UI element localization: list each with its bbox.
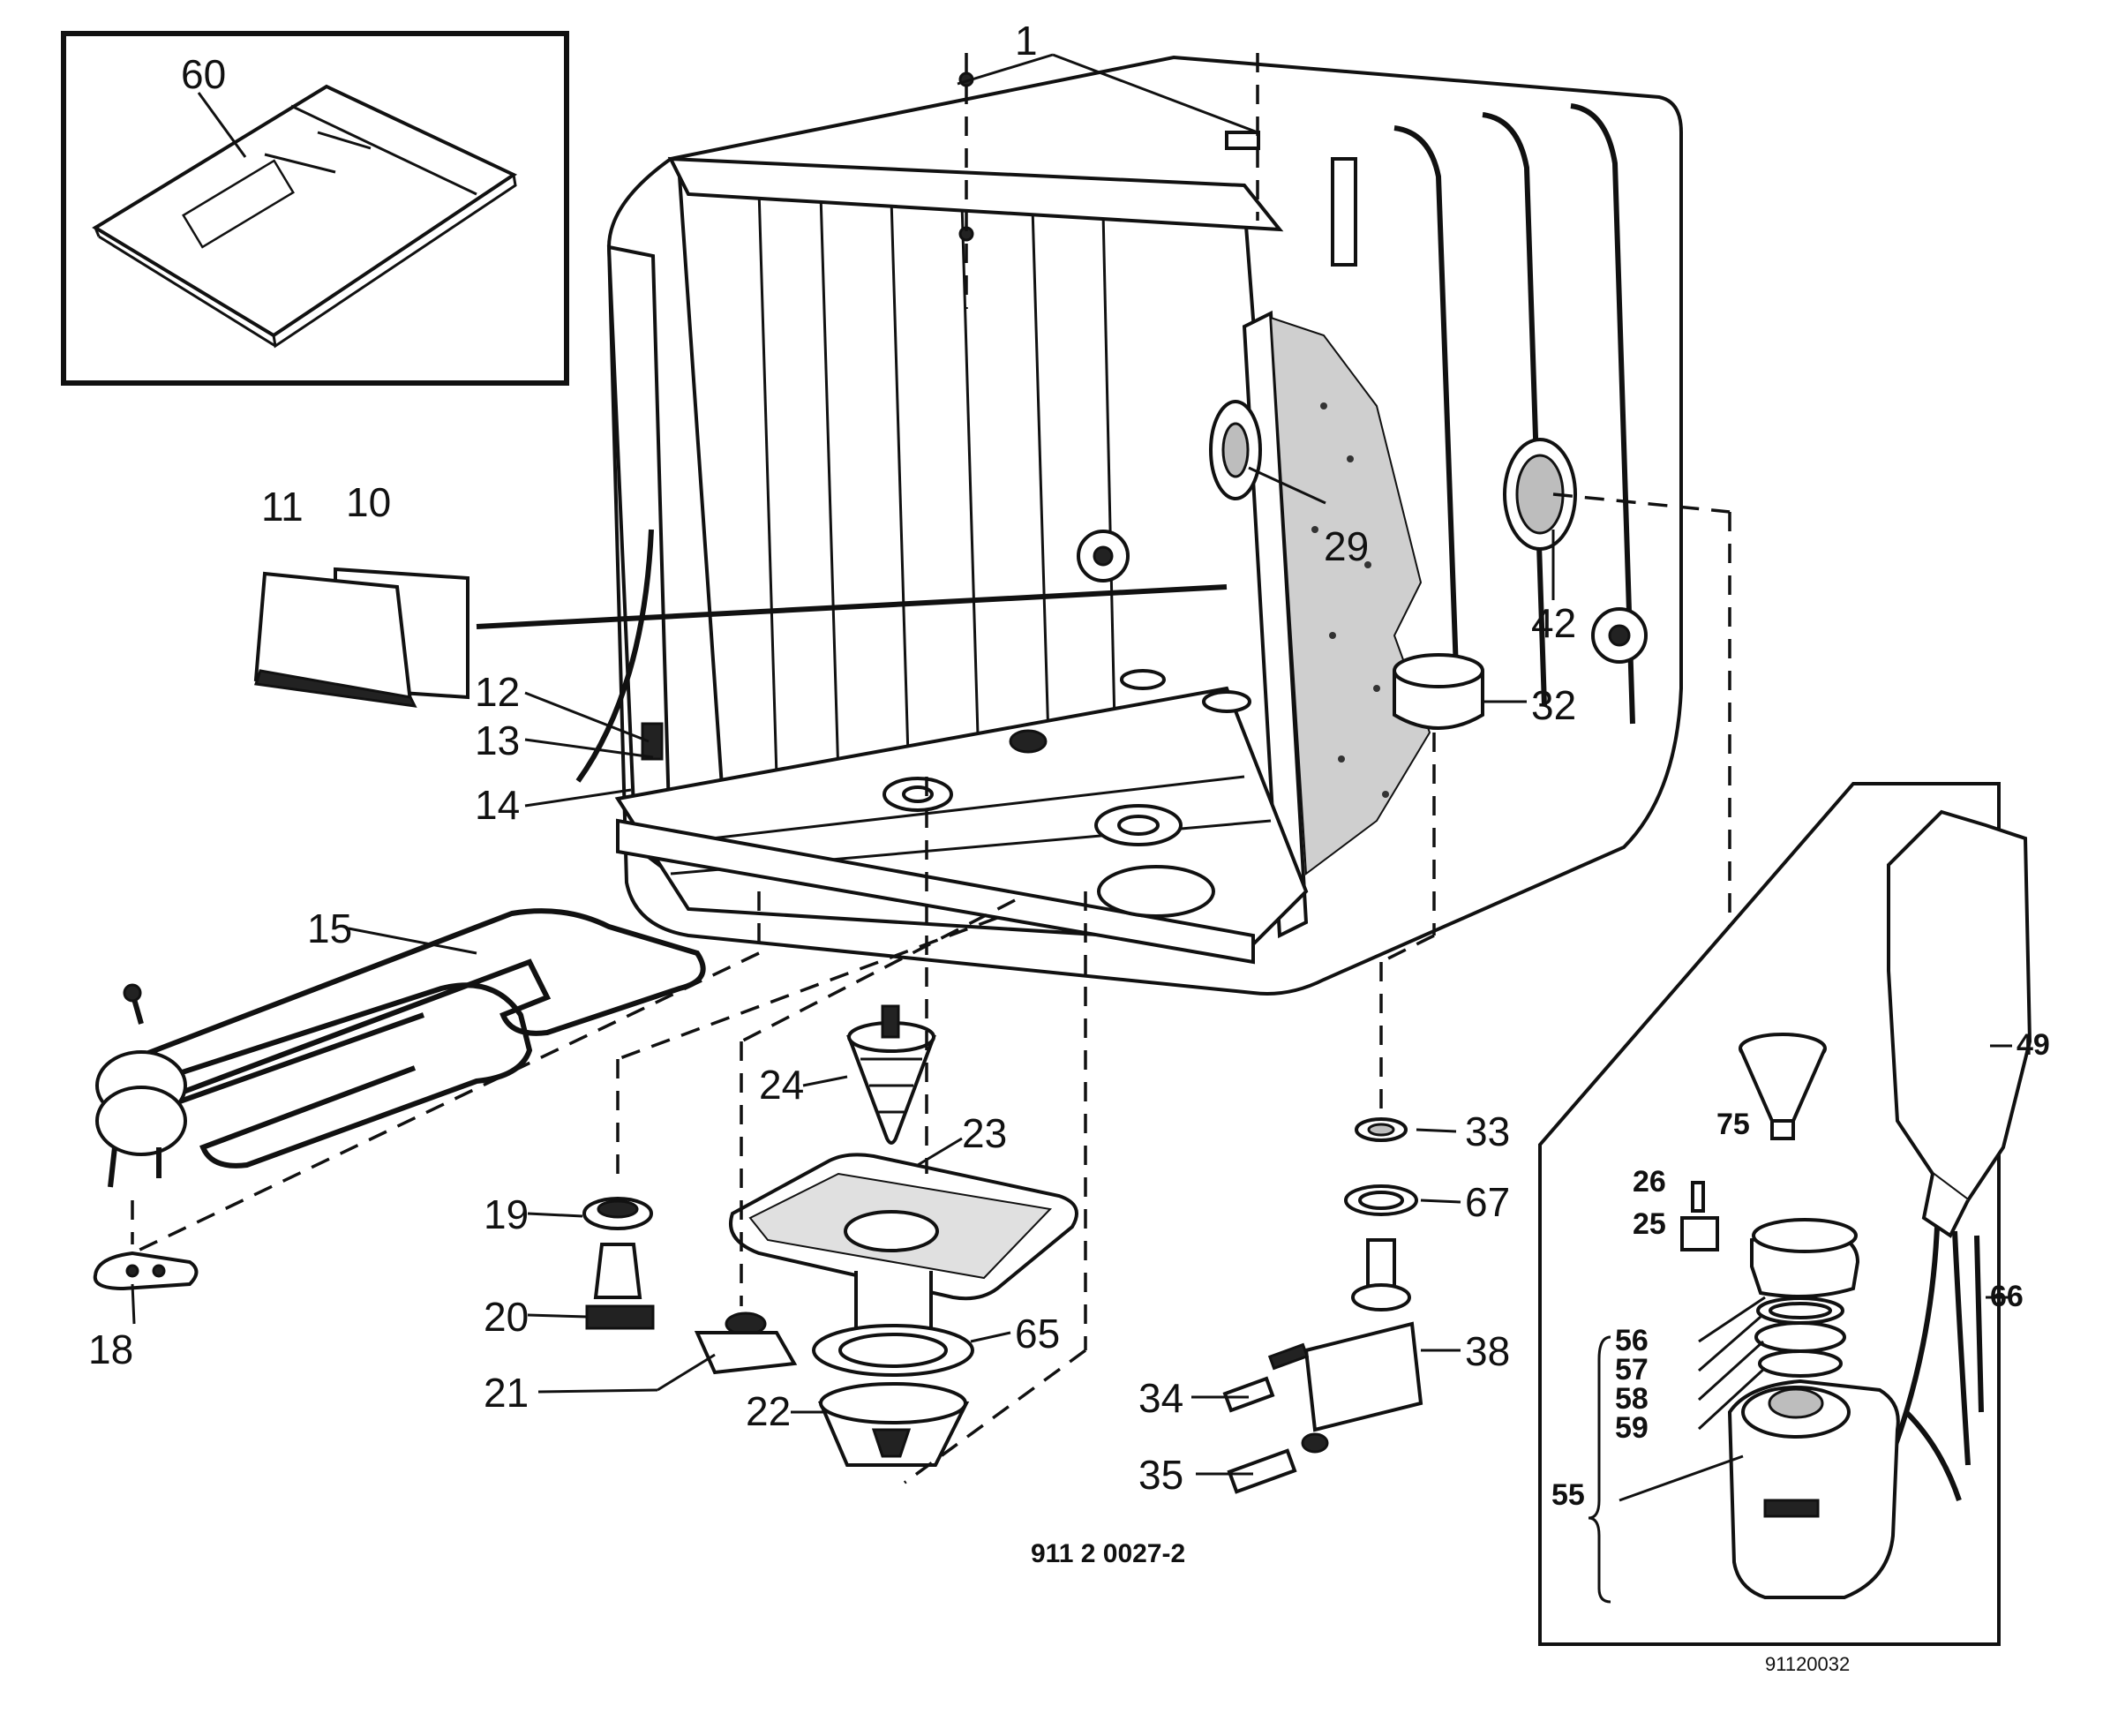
label-11: 11 xyxy=(261,484,304,530)
dishwasher-tub xyxy=(575,55,1683,996)
label-42: 42 xyxy=(1531,600,1576,646)
rinse-aid-inset xyxy=(1538,782,2032,1646)
label-35: 35 xyxy=(1138,1452,1183,1498)
label-49: 49 xyxy=(2017,1028,2050,1062)
label-18: 18 xyxy=(88,1326,133,1372)
label-26: 26 xyxy=(1633,1165,1666,1199)
label-33: 33 xyxy=(1465,1108,1510,1154)
part-number-labels: 1 10 11 12 13 14 15 18 19 20 21 22 23 24… xyxy=(88,18,1576,1498)
drawing-number: 911 2 0027-2 xyxy=(1031,1539,1185,1568)
label-13: 13 xyxy=(475,718,520,763)
label-20: 20 xyxy=(484,1294,529,1340)
label-65: 65 xyxy=(1015,1311,1060,1356)
label-38: 38 xyxy=(1465,1328,1510,1374)
label-21: 21 xyxy=(484,1370,529,1416)
label-60: 60 xyxy=(181,51,226,97)
manual-booklet xyxy=(92,84,518,349)
label-19: 19 xyxy=(484,1191,529,1237)
label-58: 58 xyxy=(1615,1382,1649,1416)
heating-element xyxy=(95,908,706,1188)
leader-lines xyxy=(131,53,1555,1476)
pump-assembly xyxy=(1222,1117,1423,1494)
label-56: 56 xyxy=(1615,1324,1649,1357)
label-23: 23 xyxy=(962,1110,1007,1156)
label-67: 67 xyxy=(1465,1179,1510,1225)
label-32: 32 xyxy=(1531,682,1576,728)
manual-inset: 60 xyxy=(61,31,569,386)
label-55: 55 xyxy=(1551,1478,1585,1512)
element-bracket xyxy=(93,1251,199,1291)
door-seal-parts xyxy=(253,567,1228,708)
label-75: 75 xyxy=(1716,1108,1750,1141)
inset-part-labels: 26 25 49 75 66 56 57 58 59 55 xyxy=(1551,1028,2050,1512)
label-14: 14 xyxy=(475,782,520,828)
label-12: 12 xyxy=(475,669,520,715)
label-29: 29 xyxy=(1324,523,1369,569)
label-1: 1 xyxy=(1015,18,1038,64)
label-34: 34 xyxy=(1138,1375,1183,1421)
label-22: 22 xyxy=(746,1388,791,1434)
label-25: 25 xyxy=(1633,1207,1666,1241)
label-57: 57 xyxy=(1615,1353,1649,1387)
label-10: 10 xyxy=(346,479,391,525)
inset-drawing-number: 91120032 xyxy=(1765,1653,1850,1675)
label-59: 59 xyxy=(1615,1411,1649,1445)
label-24: 24 xyxy=(759,1062,804,1108)
label-15: 15 xyxy=(307,906,352,951)
filter-assembly xyxy=(729,1004,1078,1467)
label-66: 66 xyxy=(1990,1280,2024,1313)
thermostat-parts xyxy=(582,1197,798,1375)
